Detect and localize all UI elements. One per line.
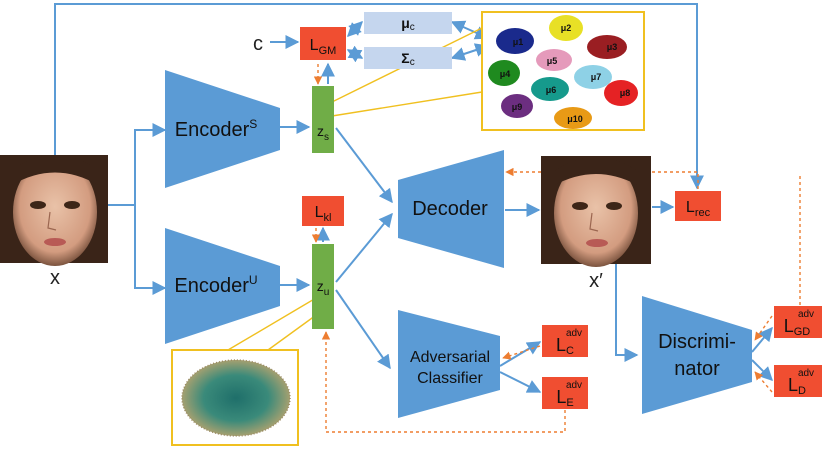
cluster-labels: μ1 μ2 μ3 μ4 μ5 μ6 μ7 μ8 μ9 μ10 [500, 23, 631, 124]
cluster-label: μ2 [561, 23, 572, 33]
encoder-s-sup: S [249, 117, 257, 131]
svg-text:LC: LC [556, 335, 574, 357]
output-image-x-prime [541, 156, 651, 267]
loss-lkl: Lkl [302, 196, 344, 226]
cluster-label: μ3 [607, 42, 618, 52]
encoder-s-block: EncoderS [165, 70, 280, 188]
svg-text:LE: LE [556, 387, 573, 409]
cluster-label: μ6 [546, 85, 557, 95]
svg-text:adv: adv [798, 368, 814, 379]
adversarial-classifier-block: Adversarial Classifier [398, 310, 500, 418]
adversarial-label-line2: Classifier [417, 370, 483, 387]
arrow-x-to-lrec [54, 3, 704, 190]
discriminator-block: Discrimi- nator [642, 296, 752, 414]
dash-lgd-to-disc [754, 315, 773, 341]
loss-adv-c: LC adv [542, 325, 588, 357]
loss-lgm: LGM [300, 27, 346, 60]
arrow-zu-to-adversarial [335, 289, 391, 370]
encoder-u-sup: U [249, 273, 258, 287]
svg-text:zu: zu [317, 278, 330, 298]
arrow-zu-to-decoder [335, 212, 393, 283]
svg-text:EncoderU: EncoderU [174, 273, 257, 297]
dash-ld-to-disc [754, 371, 773, 393]
discriminator-label-line1: Discrimi- [658, 331, 736, 353]
condition-c-label: c [253, 33, 263, 55]
cluster-label: μ7 [591, 72, 602, 82]
arrow-adv-to-le [499, 371, 542, 393]
cluster-panel: μ1 μ2 μ3 μ4 μ5 μ6 μ7 μ8 μ9 μ10 [481, 11, 645, 131]
svg-text:EncoderS: EncoderS [175, 117, 258, 141]
cluster-label: μ1 [513, 37, 524, 47]
param-sigma-c: Σc [364, 47, 452, 69]
arrow-lgm-sigma [346, 45, 364, 63]
encoder-u-name: Encoder [174, 275, 249, 297]
arrow-zs-to-decoder [335, 127, 393, 204]
svg-text:Σc: Σc [401, 50, 414, 68]
svg-text:adv: adv [798, 309, 814, 320]
arrow-disc-to-ld [751, 359, 773, 381]
latent-scatter-panel [171, 349, 299, 446]
svg-text:LGD: LGD [784, 316, 811, 338]
cluster-blobs [488, 15, 638, 129]
arrow-lgm-mu [347, 21, 363, 37]
svg-text:μc: μc [401, 15, 415, 33]
loss-adv-e: LE adv [542, 377, 588, 409]
cluster-label: μ9 [512, 102, 523, 112]
svg-text:adv: adv [566, 328, 582, 339]
svg-text:LGM: LGM [310, 37, 337, 57]
adversarial-label-line1: Adversarial [410, 349, 490, 366]
param-mu-c: μc [364, 12, 452, 34]
cluster-label: μ5 [547, 56, 558, 66]
solid-arrows [54, 3, 773, 393]
svg-text:adv: adv [566, 380, 582, 391]
output-x-prime-label: x′ [589, 270, 603, 292]
cluster-label: μ10 [567, 114, 583, 124]
svg-text:Lkl: Lkl [315, 204, 332, 224]
cluster-label: μ8 [620, 88, 631, 98]
encoder-s-name: Encoder [175, 119, 250, 141]
svg-text:LD: LD [788, 375, 806, 397]
arrow-to-encoder-u [134, 205, 167, 295]
encoder-u-block: EncoderU [165, 228, 280, 344]
decoder-block: Decoder [398, 150, 504, 268]
input-image-x [0, 155, 108, 266]
latent-zu: zu [312, 244, 334, 329]
arrow-adv-to-lc [499, 341, 542, 367]
loss-adv-gd: LGD adv [774, 306, 822, 338]
discriminator-label-line2: nator [674, 358, 720, 380]
latent-zs: zs [312, 86, 334, 153]
loss-adv-d: LD adv [774, 365, 822, 397]
arrow-disc-to-lgd [751, 326, 773, 353]
svg-text:zs: zs [317, 123, 329, 143]
arrow-xprime-to-discriminator [615, 264, 639, 362]
svg-text:Lrec: Lrec [686, 199, 711, 219]
cluster-label: μ4 [500, 69, 511, 79]
dash-lc-to-adv [502, 345, 541, 360]
arrow-to-encoder-s [134, 123, 167, 205]
loss-lrec: Lrec [675, 191, 721, 221]
decoder-label: Decoder [412, 198, 488, 220]
input-x-label: x [50, 267, 60, 289]
